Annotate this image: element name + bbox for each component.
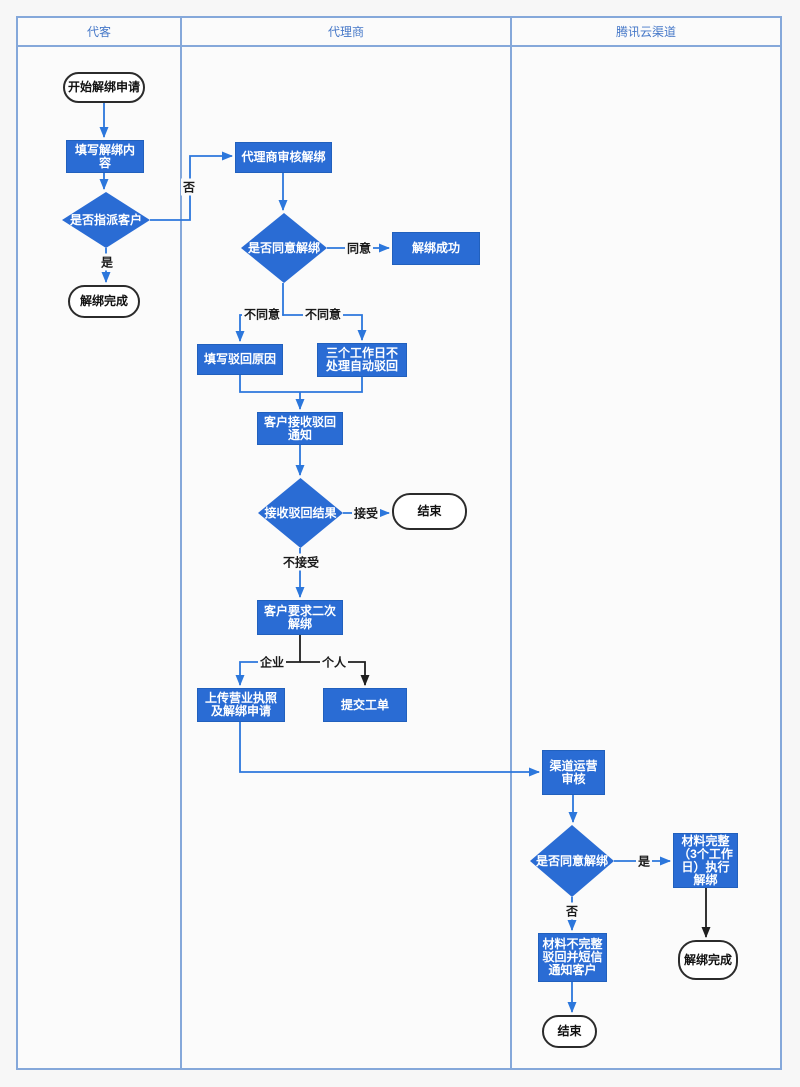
swimlane-table: 代客 代理商 腾讯云渠道 xyxy=(16,16,782,1070)
lane-agent: 代理商 xyxy=(182,18,512,1068)
lane-header-tencent-cloud-channel: 腾讯云渠道 xyxy=(512,18,780,47)
lane-header-customer: 代客 xyxy=(18,18,180,47)
lane-title-agent: 代理商 xyxy=(327,25,364,39)
lane-tencent-cloud-channel: 腾讯云渠道 xyxy=(512,18,780,1068)
lane-header-agent: 代理商 xyxy=(182,18,510,47)
lane-title-tencent-cloud-channel: 腾讯云渠道 xyxy=(615,25,676,39)
lane-customer: 代客 xyxy=(18,18,182,1068)
lane-title-customer: 代客 xyxy=(86,25,111,39)
